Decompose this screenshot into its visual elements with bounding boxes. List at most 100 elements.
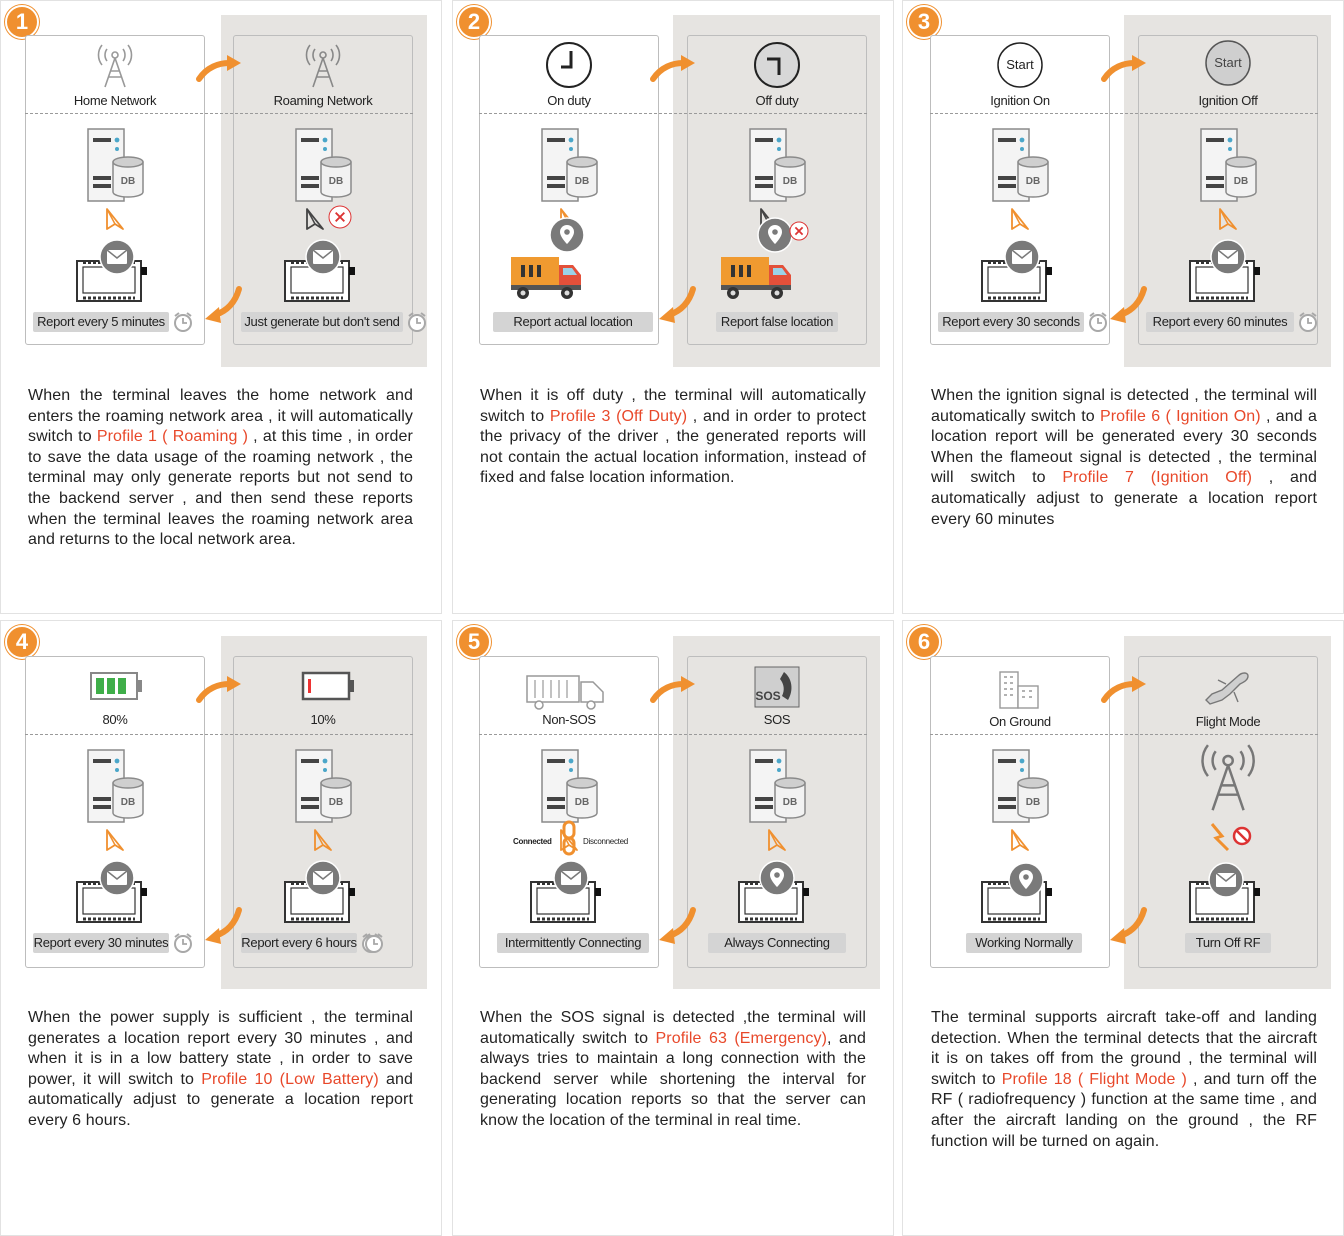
connected-label: Connected — [513, 837, 552, 846]
dashed-divider — [25, 734, 413, 735]
server-db-icon: DB — [295, 128, 352, 202]
blocked-signal-icon — [1210, 823, 1252, 852]
db-label: DB — [575, 797, 589, 808]
step-number-badge: 3 — [907, 5, 941, 39]
arrow-down-left-icon — [205, 286, 242, 323]
description-text: , and automatically adjust to generate a… — [931, 469, 1317, 528]
server-db-icon: DB — [992, 128, 1049, 202]
svg-text:SOS: SOS — [755, 689, 780, 703]
envelope-icon — [1210, 239, 1246, 275]
server-db-icon: DB — [541, 749, 598, 823]
db-label: DB — [329, 797, 343, 808]
profile-name-highlight: Profile 63 (Emergency) — [655, 1029, 828, 1047]
dashed-divider — [479, 734, 867, 735]
airplane-icon — [1205, 672, 1249, 705]
left-state-label: On duty — [547, 93, 591, 108]
start-button-off-icon: Start — [1205, 40, 1251, 86]
description-text: , and a location report will be generate… — [931, 407, 1317, 487]
server-db-icon: DB — [992, 749, 1049, 823]
left-state-label: Home Network — [73, 93, 157, 108]
left-report-pill: Working Normally — [966, 933, 1082, 953]
alarm-clock-icon — [365, 933, 383, 953]
profile-description: When the power supply is sufficient , th… — [28, 1008, 413, 1132]
right-report-pill: Report every 6 hours — [241, 933, 357, 953]
arrow-right-icon — [196, 55, 241, 82]
right-state-label: 10% — [310, 712, 336, 727]
left-state-label: 80% — [102, 712, 128, 727]
db-label: DB — [121, 797, 135, 808]
right-state-label: Flight Mode — [1195, 714, 1261, 729]
db-label: DB — [121, 176, 135, 187]
db-label: DB — [1026, 176, 1040, 187]
right-report-pill: Report every 60 minutes — [1146, 312, 1294, 332]
db-label: DB — [329, 176, 343, 187]
server-db-icon: DB — [749, 128, 806, 202]
profile-name-highlight: Profile 1 ( Roaming ) — [96, 428, 249, 446]
envelope-icon — [305, 239, 341, 275]
profile-description: When the terminal leaves the home networ… — [28, 386, 413, 551]
right-state-label: Ignition Off — [1198, 93, 1258, 108]
envelope-icon — [1004, 239, 1040, 275]
dashed-divider — [479, 113, 867, 114]
roaming-network-tower-icon — [305, 44, 341, 88]
description-text: When the ignition signal is detected , t… — [931, 387, 1317, 425]
arrow-right-icon — [650, 55, 695, 82]
envelope-icon — [99, 239, 135, 275]
server-db-icon: DB — [295, 749, 352, 823]
alarm-clock-icon — [174, 312, 192, 332]
dashed-divider — [930, 734, 1318, 735]
right-report-pill: Turn Off RF — [1185, 933, 1271, 953]
left-report-pill: Report every 30 minutes — [33, 933, 169, 953]
right-state-label: Roaming Network — [273, 93, 373, 108]
envelope-icon — [305, 860, 341, 896]
step-number-badge: 6 — [907, 625, 941, 659]
server-db-icon: DB — [541, 128, 598, 202]
buildings-icon — [999, 671, 1039, 709]
left-report-pill: Report every 5 minutes — [33, 312, 169, 332]
left-state-label: Non-SOS — [542, 712, 596, 727]
alarm-clock-icon — [1299, 312, 1317, 332]
step-number-badge: 5 — [457, 625, 491, 659]
description-text: When the terminal leaves the home networ… — [28, 387, 413, 446]
arrow-down-left-icon — [659, 286, 696, 323]
arrow-down-left-icon — [205, 907, 242, 944]
db-label: DB — [1026, 797, 1040, 808]
truck-outline-icon — [526, 675, 604, 710]
arrow-right-icon — [650, 676, 695, 703]
battery-full-icon — [90, 672, 142, 700]
profile-description: The terminal supports aircraft take-off … — [931, 1008, 1317, 1152]
truck-right-icon — [721, 257, 791, 299]
step-number-badge: 1 — [5, 5, 39, 39]
db-label: DB — [783, 797, 797, 808]
server-db-icon: DB — [87, 128, 144, 202]
dashed-divider — [930, 113, 1318, 114]
chain-link-icon — [562, 820, 576, 856]
left-state-label: On Ground — [989, 714, 1051, 729]
left-report-pill: Report actual location — [493, 312, 653, 332]
svg-text:Start: Start — [1006, 57, 1034, 72]
alarm-clock-icon — [408, 312, 426, 332]
right-report-pill: Always Connecting — [708, 933, 846, 953]
clock-off-duty-icon — [754, 42, 800, 88]
clock-on-duty-icon — [546, 42, 592, 88]
envelope-icon — [99, 860, 135, 896]
paper-plane-icon — [106, 208, 124, 230]
left-report-pill: Report every 30 seconds — [938, 312, 1084, 332]
paper-plane-icon — [1011, 829, 1029, 851]
arrow-down-left-icon — [659, 907, 696, 944]
paper-plane-icon — [1219, 208, 1237, 230]
description-text: When it is off duty , the terminal will … — [480, 387, 866, 425]
dashed-divider — [25, 113, 413, 114]
arrow-right-icon — [196, 676, 241, 703]
db-label: DB — [783, 176, 797, 187]
paper-plane-icon — [314, 829, 332, 851]
location-pin-icon — [757, 217, 793, 253]
description-text: and automatically adjust to generate a l… — [28, 1070, 413, 1129]
alarm-clock-icon — [174, 933, 192, 953]
signal-tower-large-icon — [1201, 744, 1255, 811]
right-report-pill: Report false location — [716, 312, 838, 332]
arrow-down-left-icon — [1110, 286, 1147, 323]
envelope-icon — [553, 860, 589, 896]
blocked-x-icon — [789, 221, 809, 241]
battery-low-icon — [301, 671, 354, 701]
